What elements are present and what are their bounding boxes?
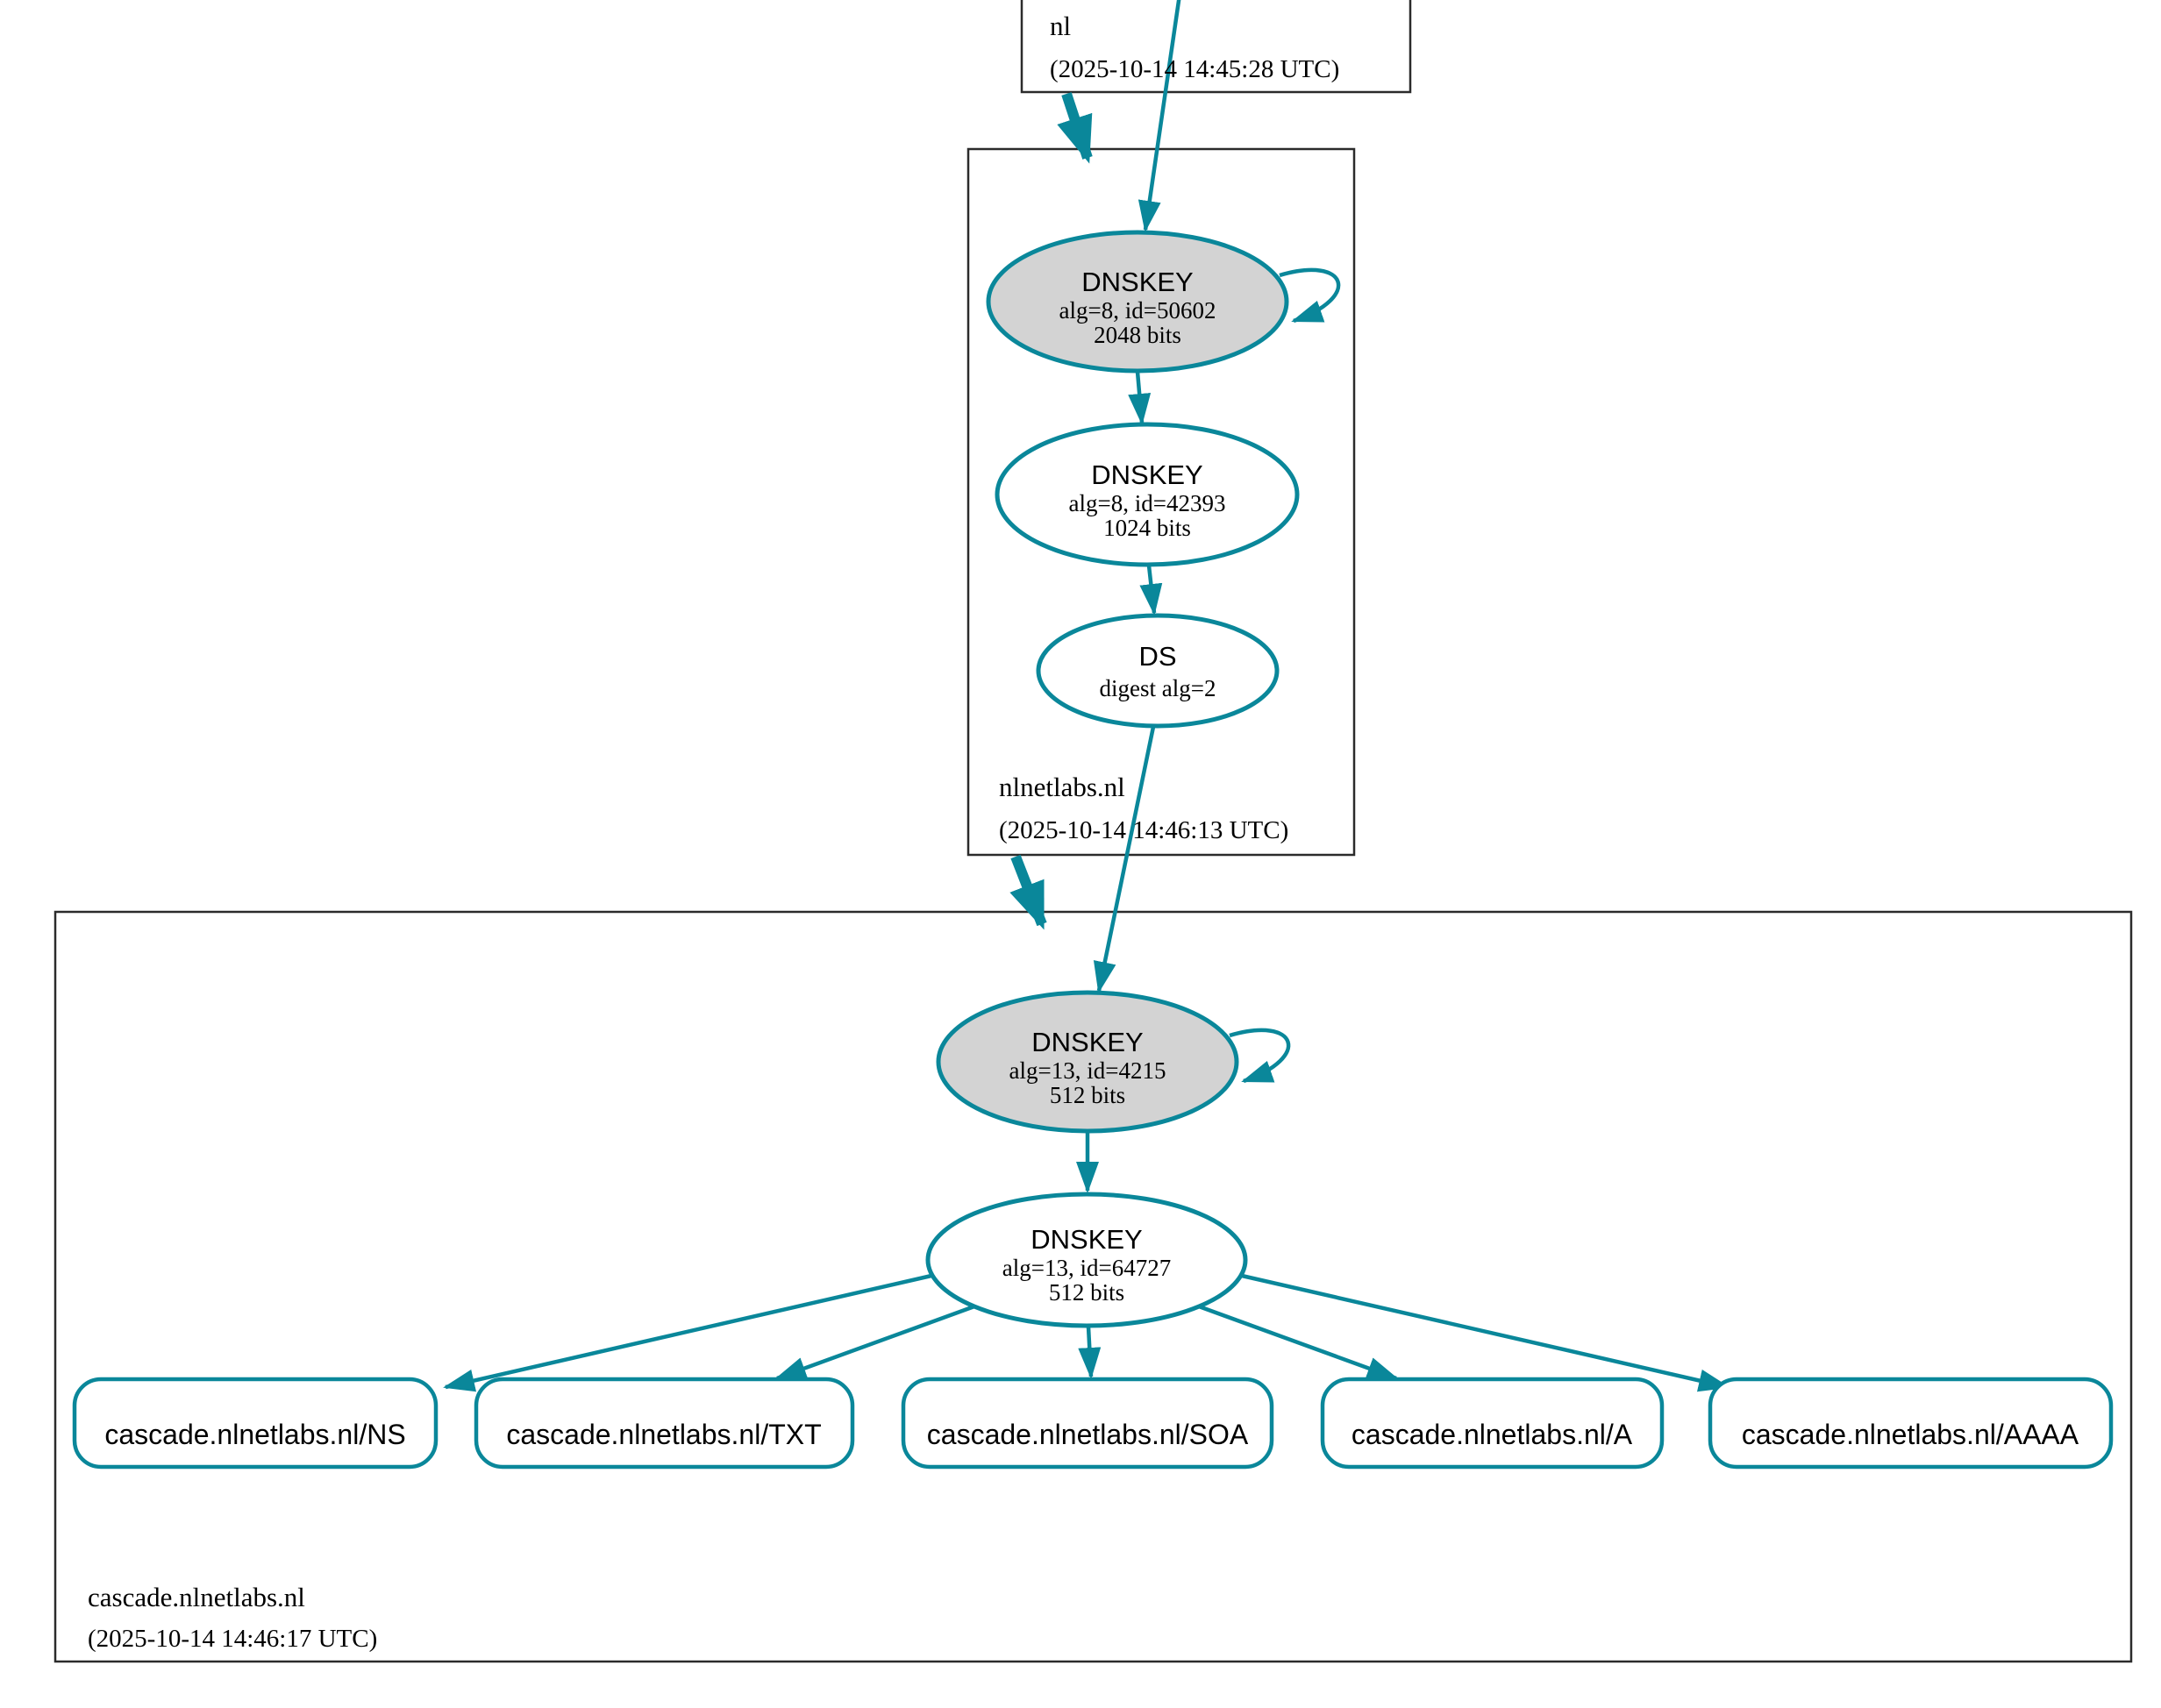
cascade-zsk-dnskey-node[interactable]	[925, 1192, 1248, 1328]
node-params-label: digest alg=2	[1100, 675, 1216, 701]
node-size-label: 1024 bits	[1103, 515, 1191, 541]
node-type-label: DNSKEY	[1031, 1224, 1142, 1255]
node-params-label: alg=13, id=4215	[1009, 1057, 1166, 1084]
rrset-node-aaaa[interactable]	[1708, 1377, 2114, 1470]
edge-nlnetlabs-ds-to-cascade-ksk	[1093, 726, 1156, 993]
node-params-label: alg=8, id=50602	[1059, 297, 1216, 324]
zone-timestamp-nl: (2025-10-14 14:45:28 UTC)	[1050, 55, 1339, 83]
edge-cascade-zsk-to-txt	[774, 1304, 975, 1381]
nlnetlabs-ksk-dnskey-node[interactable]	[986, 230, 1289, 374]
edge-nlnetlabs-ksk-self-loop	[1279, 267, 1341, 324]
rrset-label: cascade.nlnetlabs.nl/A	[1352, 1419, 1633, 1450]
zone-timestamp-cascade: (2025-10-14 14:46:17 UTC)	[88, 1625, 377, 1653]
edge-cascade-zsk-to-soa	[1078, 1326, 1102, 1379]
zone-name-nlnetlabs: nlnetlabs.nl	[999, 772, 1125, 802]
zone-box-cascade	[53, 910, 2133, 1663]
edge-cascade-zsk-to-a	[1198, 1304, 1399, 1381]
edge-cascade-ksk-self-loop	[1229, 1028, 1291, 1084]
zone-name-nl: nl	[1050, 11, 1071, 41]
edge-delegation-nl-to-nlnetlabs	[1057, 92, 1093, 164]
nlnetlabs-ds-node[interactable]	[1036, 613, 1280, 729]
node-type-label: DNSKEY	[1031, 1027, 1143, 1057]
node-type-label: DS	[1138, 641, 1176, 672]
node-params-label: alg=13, id=64727	[1002, 1255, 1171, 1281]
node-size-label: 512 bits	[1049, 1279, 1124, 1306]
node-size-label: 512 bits	[1050, 1082, 1125, 1108]
rrset-label: cascade.nlnetlabs.nl/SOA	[927, 1419, 1249, 1450]
rrset-node-soa[interactable]	[901, 1377, 1274, 1470]
edge-cascade-zsk-to-aaaa	[1241, 1273, 1730, 1392]
zone-timestamp-nlnetlabs: (2025-10-14 14:46:13 UTC)	[999, 816, 1288, 844]
node-size-label: 2048 bits	[1094, 322, 1181, 348]
rrset-label: cascade.nlnetlabs.nl/NS	[104, 1419, 405, 1450]
zone-box-nlnetlabs	[966, 147, 1356, 857]
edge-nlnetlabs-zsk-to-ds	[1139, 565, 1163, 616]
edge-cascade-zsk-to-ns	[443, 1273, 932, 1392]
edge-delegation-nlnetlabs-to-cascade	[1009, 854, 1047, 930]
rrset-node-ns[interactable]	[72, 1377, 439, 1470]
node-type-label: DNSKEY	[1091, 459, 1202, 490]
node-type-label: DNSKEY	[1081, 267, 1193, 297]
edge-nlnetlabs-ksk-to-zsk	[1128, 371, 1152, 425]
rrset-label: cascade.nlnetlabs.nl/AAAA	[1742, 1419, 2079, 1450]
rrset-node-a[interactable]	[1320, 1377, 1665, 1470]
node-params-label: alg=8, id=42393	[1069, 490, 1226, 516]
edge-nl-ds-to-nlnetlabs-ksk	[1138, 0, 1181, 232]
zone-name-cascade: cascade.nlnetlabs.nl	[88, 1582, 305, 1612]
zone-box-nl	[1020, 0, 1412, 94]
rrset-node-txt[interactable]	[474, 1377, 855, 1470]
cascade-ksk-dnskey-node[interactable]	[936, 990, 1239, 1134]
nlnetlabs-zsk-dnskey-node[interactable]	[995, 422, 1300, 567]
rrset-label: cascade.nlnetlabs.nl/TXT	[506, 1419, 821, 1450]
